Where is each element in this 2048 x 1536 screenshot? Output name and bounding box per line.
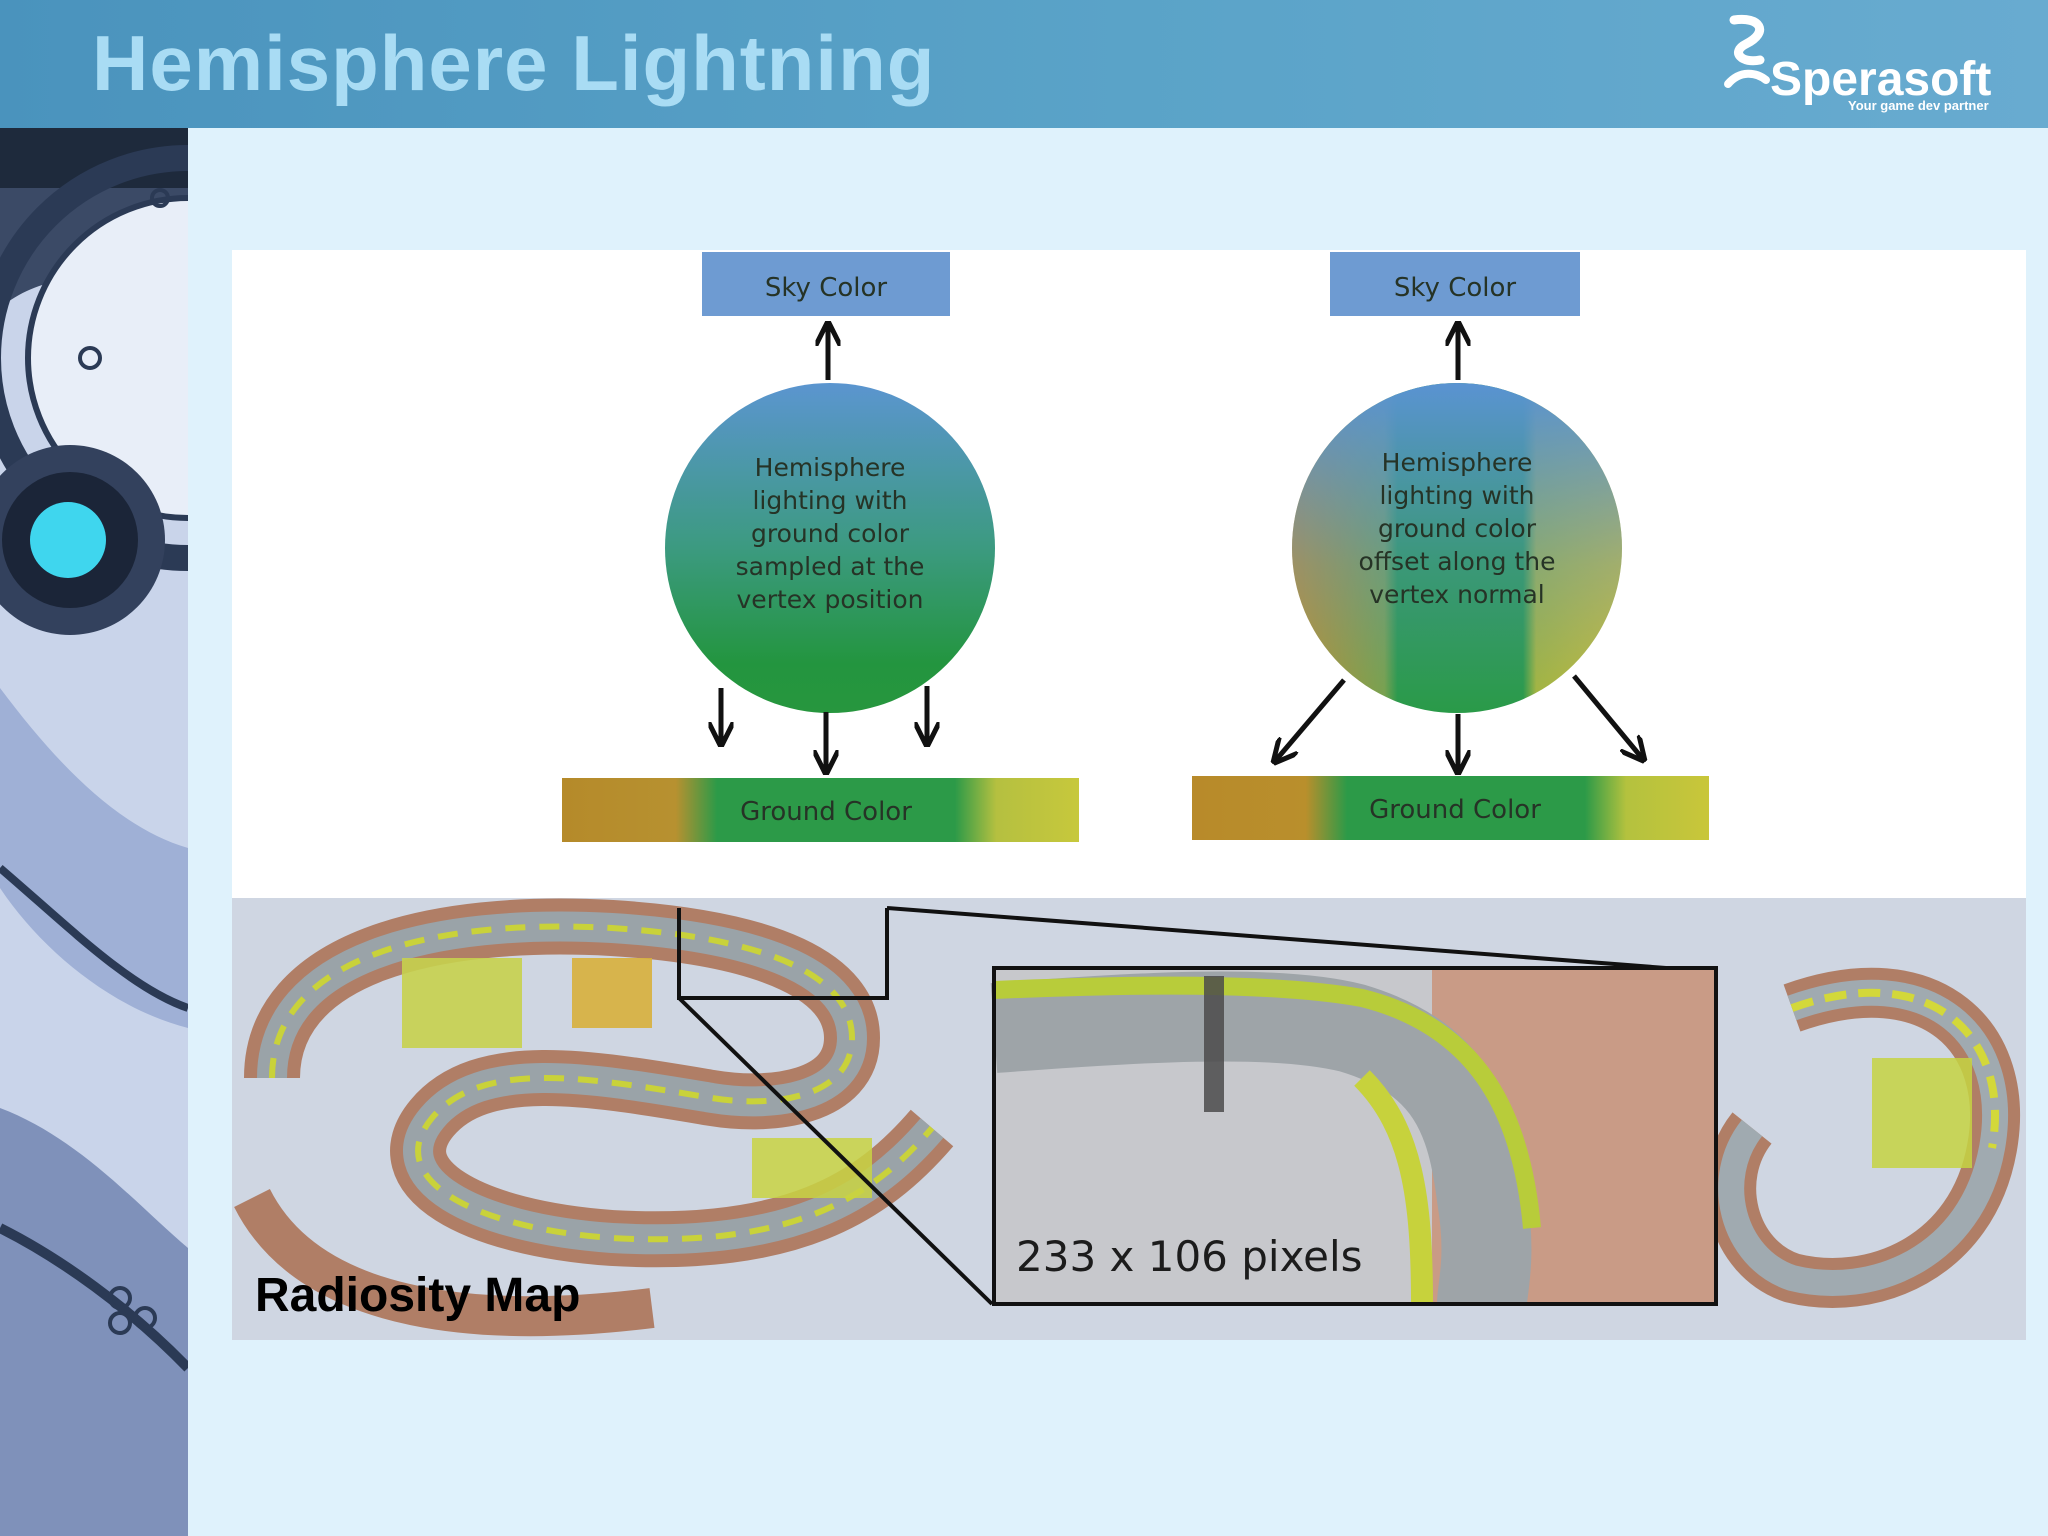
sperasoft-swoosh-icon xyxy=(1724,14,1770,88)
circle-text-left-4: sampled at the xyxy=(736,552,925,581)
sperasoft-logo: Sperasoft Your game dev partner xyxy=(1720,14,2020,114)
ground-color-bar-right xyxy=(1192,776,1709,840)
zoom-inset xyxy=(990,966,1718,1307)
circle-text-left-3: ground color xyxy=(751,519,910,548)
circle-text-right-5: vertex normal xyxy=(1369,580,1545,609)
sky-color-box-right xyxy=(1330,252,1580,316)
down-arrow-right-3 xyxy=(1572,674,1642,758)
circle-text-left-2: lighting with xyxy=(752,486,907,515)
down-arrow-right-1 xyxy=(1276,678,1346,760)
circle-text-left-1: Hemisphere xyxy=(755,453,906,482)
sky-color-label-right: Sky Color xyxy=(1394,273,1516,303)
circle-text-right-3: ground color xyxy=(1378,514,1537,543)
robot-illustration xyxy=(0,128,188,1536)
logo-wordmark: Sperasoft xyxy=(1770,53,1992,106)
inset-pixels-label: 233 x 106 pixels xyxy=(1016,1232,1363,1281)
circle-text-right-1: Hemisphere xyxy=(1382,448,1533,477)
radiosity-map-caption: Radiosity Map xyxy=(255,1269,581,1322)
circle-text-right-2: lighting with xyxy=(1379,481,1534,510)
ground-color-bar-left xyxy=(562,778,1079,842)
hemisphere-diagram: Sky Color Hemisphere lighting with groun… xyxy=(232,250,2026,898)
slide-header: Hemisphere Lightning Sperasoft Your game… xyxy=(0,0,2048,128)
circle-text-right-4: offset along the xyxy=(1359,547,1556,576)
sky-color-box-left xyxy=(702,252,950,316)
hemisphere-circle-left xyxy=(665,383,995,713)
sky-color-label-left: Sky Color xyxy=(765,273,887,303)
circle-text-left-5: vertex position xyxy=(737,585,924,614)
radiosity-map-image xyxy=(232,898,2026,1340)
logo-tagline: Your game dev partner xyxy=(1848,98,1989,113)
ground-color-label-right: Ground Color xyxy=(1369,795,1541,825)
ground-color-label-left: Ground Color xyxy=(740,797,912,827)
slide-title: Hemisphere Lightning xyxy=(92,19,936,107)
